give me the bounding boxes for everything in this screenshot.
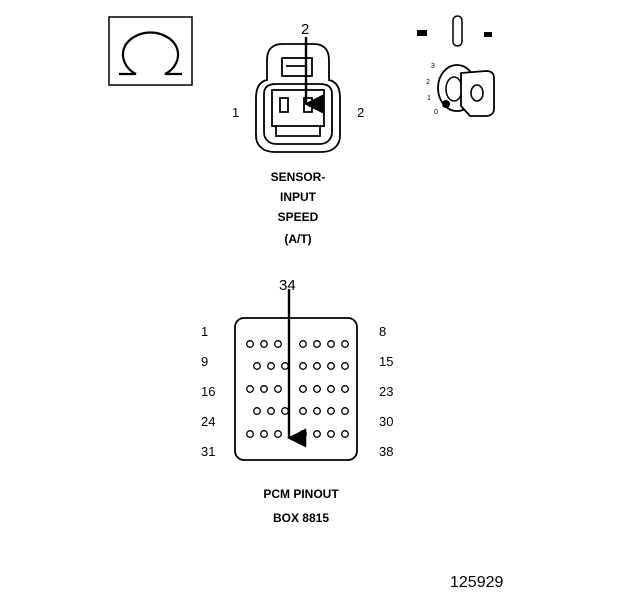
- pcm-pin-hole: [281, 362, 289, 370]
- pcm-row5-start: 31: [201, 444, 216, 459]
- pcm-pin-hole: [313, 430, 321, 438]
- sensor-caption-line-1: SENSOR-: [270, 170, 326, 184]
- pcm-pin-hole: [274, 340, 282, 348]
- pcm-pin-hole: [341, 340, 349, 348]
- pcm-row3-end: 23: [379, 384, 394, 399]
- pcm-caption-line-2: BOX 8815: [272, 511, 330, 525]
- pcm-pin-hole: [313, 362, 321, 370]
- key-position-1: 1: [427, 95, 431, 102]
- pcm-pin-hole: [246, 430, 254, 438]
- pcm-pin-hole: [327, 407, 335, 415]
- pcm-pin-hole: [341, 385, 349, 393]
- pcm-row1-start: 1: [201, 324, 209, 339]
- pcm-row4-end: 30: [379, 414, 394, 429]
- pcm-pin-hole: [313, 407, 321, 415]
- pcm-pin-hole: [327, 385, 335, 393]
- pcm-row4-start: 24: [201, 414, 216, 429]
- key-position-0: 0: [434, 109, 438, 116]
- pcm-row3-start: 16: [201, 384, 216, 399]
- sensor-connector: [255, 43, 341, 153]
- pcm-pin-hole: [246, 385, 254, 393]
- sensor-caption-line-4: (A/T): [284, 232, 312, 246]
- pcm-pin-hole: [260, 430, 268, 438]
- pcm-pin-hole: [327, 362, 335, 370]
- pcm-pin-hole: [299, 362, 307, 370]
- pcm-pin-hole: [267, 407, 275, 415]
- key-position-2: 2: [426, 79, 430, 86]
- pcm-pin-hole: [260, 385, 268, 393]
- pcm-pin-hole: [253, 407, 261, 415]
- pcm-connector-body: [234, 317, 358, 461]
- pcm-pin-hole: [299, 430, 307, 438]
- pcm-pin-hole: [327, 340, 335, 348]
- pcm-row2-end: 15: [379, 354, 394, 369]
- pcm-pin-hole: [260, 340, 268, 348]
- pcm-pin-hole: [341, 430, 349, 438]
- pcm-pin-hole: [341, 362, 349, 370]
- pcm-pin-hole: [299, 340, 307, 348]
- pcm-pin-hole: [274, 385, 282, 393]
- figure-number: 125929: [450, 574, 504, 591]
- pcm-pin-hole: [341, 407, 349, 415]
- ohmmeter-icon: [108, 16, 193, 86]
- sensor-probe-pin-label: 2: [301, 21, 310, 38]
- pcm-pin-hole: [299, 407, 307, 415]
- pcm-pin-hole: [299, 385, 307, 393]
- ignition-key-icon: [417, 15, 495, 117]
- pcm-row2-start: 9: [201, 354, 209, 369]
- pcm-pin-hole: [313, 340, 321, 348]
- pcm-pin-hole: [267, 362, 275, 370]
- pcm-pin-hole: [313, 385, 321, 393]
- pcm-pin-hole: [274, 430, 282, 438]
- sensor-caption-line-3: SPEED: [277, 210, 319, 224]
- key-position-3: 3: [431, 63, 435, 70]
- pcm-row5-end: 38: [379, 444, 394, 459]
- pcm-pin-hole: [327, 430, 335, 438]
- pcm-probe-pin-label: 34: [279, 277, 296, 294]
- pcm-row1-end: 8: [379, 324, 387, 339]
- pcm-caption-line-1: PCM PINOUT: [263, 487, 339, 501]
- sensor-pin-left-label: 1: [232, 105, 240, 120]
- sensor-pin-right-label: 2: [357, 105, 365, 120]
- pcm-pin-hole: [253, 362, 261, 370]
- pcm-pin-hole: [246, 340, 254, 348]
- sensor-caption-line-2: INPUT: [280, 190, 316, 204]
- pcm-pin-hole: [281, 407, 289, 415]
